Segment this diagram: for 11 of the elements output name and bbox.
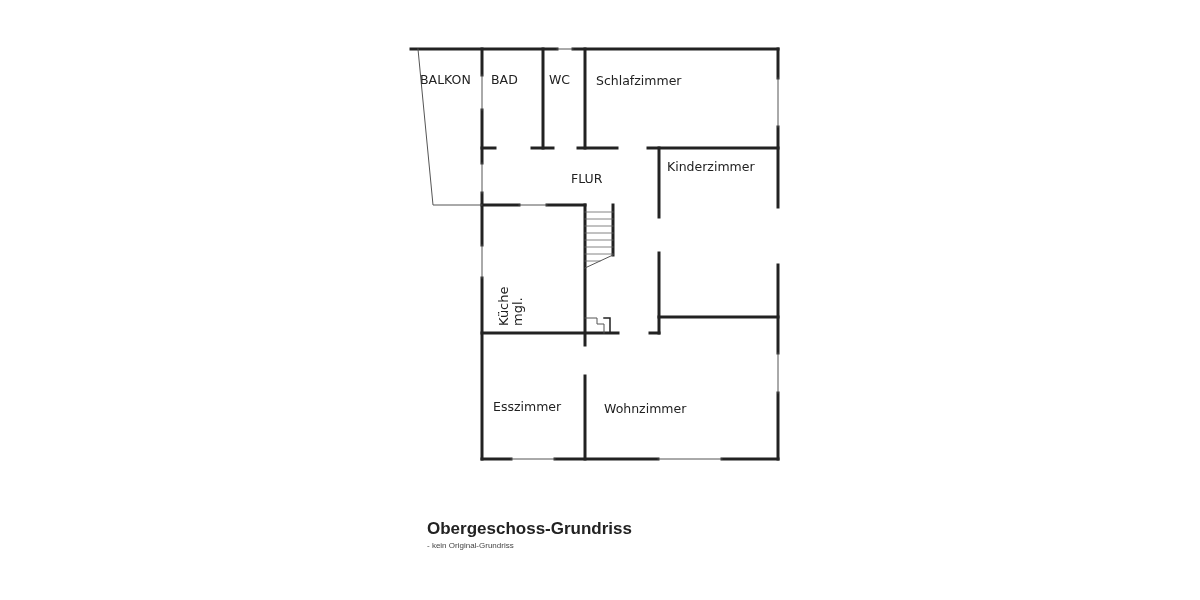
room-label: FLUR (571, 172, 603, 186)
room-label: BALKON (420, 73, 471, 87)
room-label: WC (549, 73, 571, 87)
room-label: Schlafzimmer (596, 74, 682, 88)
plan-title: Obergeschoss-Grundriss (427, 519, 632, 539)
room-label: Küche mgl. (497, 285, 526, 326)
plan-caption: - kein Original-Grundriss (427, 541, 514, 550)
room-label: Wohnzimmer (604, 402, 687, 416)
room-label: Kinderzimmer (667, 160, 755, 174)
room-label: Esszimmer (493, 400, 562, 414)
room-label: BAD (491, 73, 518, 87)
